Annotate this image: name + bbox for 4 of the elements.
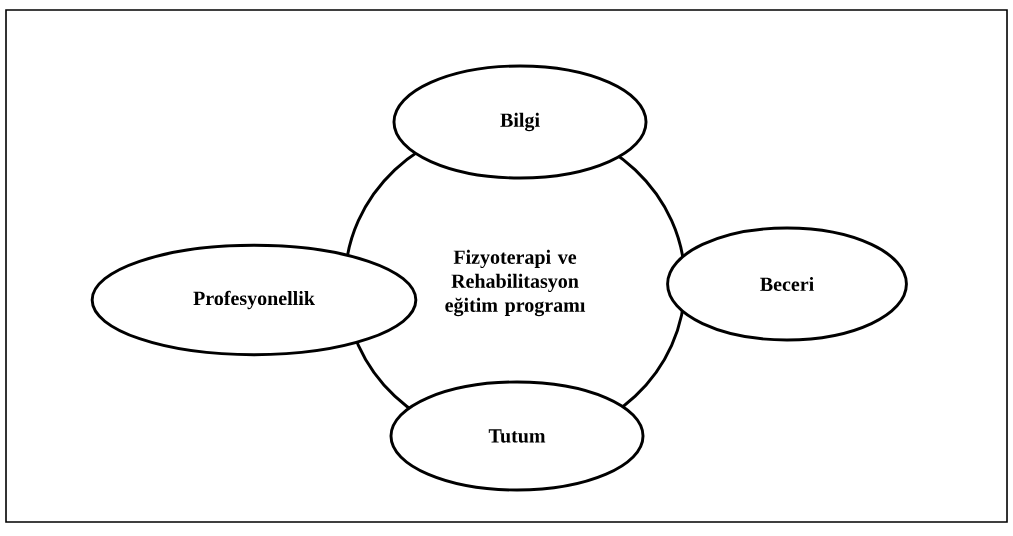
- ellipse-node: Beceri: [666, 226, 908, 342]
- ellipse-node: Bilgi: [392, 64, 648, 180]
- ellipse-node: Tutum: [389, 380, 645, 492]
- ellipse-node: Profesyonellik: [90, 243, 418, 357]
